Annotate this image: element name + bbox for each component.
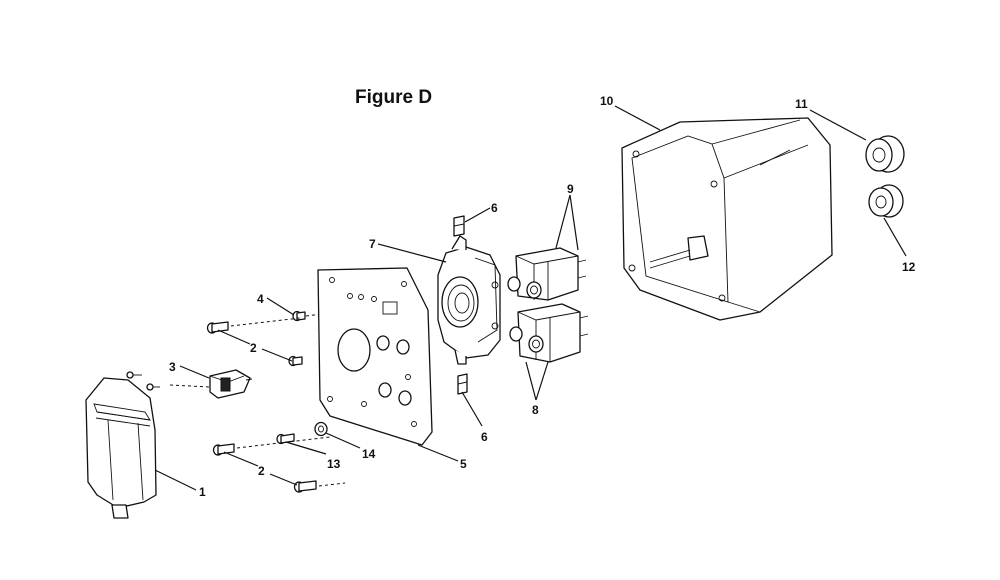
callout-1: 1	[199, 485, 206, 499]
callout-5: 5	[460, 457, 467, 471]
part-7-receptacle	[437, 235, 501, 365]
callout-2-lower: 2	[258, 464, 265, 478]
assembly-line	[236, 436, 331, 449]
assembly-line	[169, 384, 211, 388]
part-12-grommet	[868, 184, 904, 218]
screw-4	[292, 310, 306, 322]
figure-title: Figure D	[355, 87, 433, 108]
callout-labels: 1 2 2 3 4 5 6 6 7 8 9 10 11 12 13 14	[169, 94, 916, 499]
assembly-line	[230, 317, 301, 327]
callout-8: 8	[532, 403, 539, 417]
callout-11: 11	[795, 97, 808, 111]
assembly-line	[318, 482, 346, 487]
screw-2-lower	[212, 443, 235, 456]
screw-2-top	[206, 321, 229, 334]
callout-4: 4	[257, 292, 264, 306]
part-6-clip-lower	[457, 373, 468, 395]
leader-lines	[154, 105, 907, 491]
part-8-breaker-lower	[509, 303, 589, 363]
part-5-mounting-plate	[317, 267, 433, 446]
screw-2-mid	[288, 355, 303, 367]
callout-7: 7	[369, 237, 376, 251]
part-10-housing	[621, 117, 833, 321]
part-1-cover	[85, 371, 160, 519]
screw-13	[276, 433, 295, 445]
callout-6-upper: 6	[491, 201, 498, 215]
callout-12: 12	[902, 260, 916, 274]
part-11-grommet	[865, 135, 905, 173]
callout-9: 9	[567, 182, 574, 196]
callout-2-upper: 2	[250, 341, 257, 355]
callout-6-lower: 6	[481, 430, 488, 444]
callout-13: 13	[327, 457, 341, 471]
screw-2-bottom	[293, 480, 317, 493]
part-3-switch	[209, 369, 253, 399]
part-6-clip-upper	[453, 215, 465, 237]
part-9-breaker-upper	[507, 247, 587, 301]
callout-10: 10	[600, 94, 614, 108]
callout-3: 3	[169, 360, 176, 374]
spacer-14	[314, 421, 328, 437]
callout-14: 14	[362, 447, 376, 461]
